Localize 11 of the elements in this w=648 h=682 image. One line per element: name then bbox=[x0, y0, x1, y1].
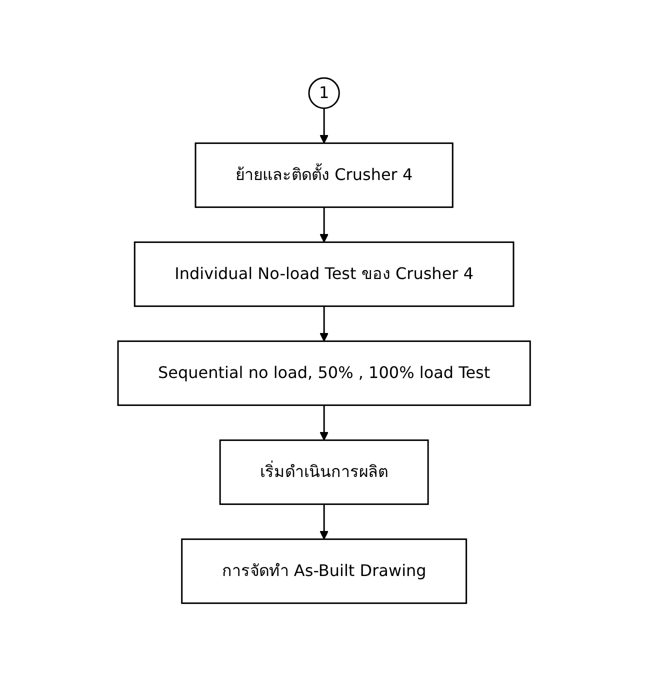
arrow bbox=[320, 108, 328, 144]
node-box: เริ่มดำเนินการผลิต bbox=[219, 440, 429, 506]
node-box: Individual No-load Test ของ Crusher 4 bbox=[134, 242, 514, 308]
node-box: การจัดทำ As-Built Drawing bbox=[181, 538, 467, 604]
node-circle: 1 bbox=[308, 78, 340, 110]
node-box: ย้ายและติดตั้ง Crusher 4 bbox=[194, 142, 454, 208]
arrow bbox=[320, 406, 328, 441]
arrow bbox=[320, 504, 328, 540]
arrow bbox=[320, 306, 328, 342]
node-box: Sequential no load, 50% , 100% load Test bbox=[117, 340, 531, 406]
arrow bbox=[320, 208, 328, 243]
